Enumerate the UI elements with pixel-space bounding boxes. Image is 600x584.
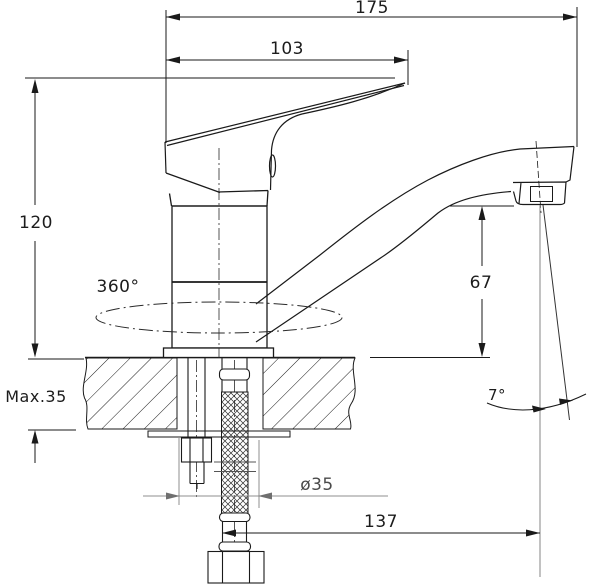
angle-arc bbox=[486, 393, 587, 411]
arrowhead bbox=[532, 405, 546, 413]
hose-upper-tube bbox=[221, 358, 248, 369]
dim-label-175: 175 bbox=[355, 0, 389, 18]
countertop-left-slab bbox=[82, 357, 178, 430]
arrowhead bbox=[559, 398, 573, 405]
stud-hex-nut bbox=[180, 437, 213, 463]
hose-lower-collar-1 bbox=[218, 512, 251, 523]
dim-label-67: 67 bbox=[470, 273, 493, 293]
spout-lower-edge bbox=[255, 190, 512, 343]
dimension-handle-length: 103 bbox=[166, 39, 408, 64]
supply-hose bbox=[207, 358, 265, 584]
hose-lower-collar-2 bbox=[218, 541, 252, 552]
arrowhead bbox=[478, 206, 486, 220]
cartridge-cap bbox=[168, 189, 269, 207]
arrowhead bbox=[526, 529, 540, 537]
dim-label-360: 360° bbox=[97, 277, 140, 297]
aerator-insert bbox=[530, 186, 553, 202]
handle-left-edge bbox=[164, 141, 167, 174]
handle-top-edge bbox=[164, 82, 406, 143]
handle-top-edge-inner bbox=[166, 84, 405, 147]
dimension-spout-tilt: 7° bbox=[486, 386, 587, 413]
faucet-body bbox=[162, 189, 275, 359]
dimension-body-height: 120 bbox=[19, 79, 53, 358]
dimension-overall-length: 175 bbox=[166, 0, 577, 21]
arrowhead bbox=[563, 13, 577, 21]
arrowhead bbox=[394, 56, 408, 64]
dimension-hole-diameter: ø35 bbox=[143, 475, 388, 500]
dim-label-137: 137 bbox=[364, 512, 398, 532]
arrowhead bbox=[31, 430, 39, 444]
faucet-spout bbox=[255, 140, 575, 343]
spout-end-face bbox=[565, 146, 575, 183]
arrowhead bbox=[166, 13, 180, 21]
arrowhead bbox=[31, 343, 39, 358]
dim-label-103: 103 bbox=[270, 39, 304, 59]
dimension-spout-reach: 137 bbox=[222, 512, 540, 537]
dim-label-dia35: ø35 bbox=[300, 475, 334, 495]
dim-label-max35: Max.35 bbox=[5, 387, 67, 406]
tilted-spout-axis-line bbox=[542, 204, 570, 421]
hose-braided-section bbox=[221, 391, 249, 514]
arrowhead bbox=[166, 492, 180, 500]
dimension-max-counter-thickness: Max.35 bbox=[5, 387, 67, 463]
spout-upper-edge bbox=[255, 145, 575, 305]
stud-shaft bbox=[187, 358, 206, 438]
arrowhead bbox=[166, 56, 180, 64]
handle-underside bbox=[269, 82, 406, 191]
hose-nut-facets bbox=[221, 551, 251, 583]
aerator-centerline bbox=[535, 140, 542, 214]
stud-lower-shaft bbox=[189, 462, 205, 489]
mounting-stud bbox=[180, 358, 213, 489]
arrowhead bbox=[258, 492, 272, 500]
faucet-handle bbox=[164, 82, 406, 194]
hose-lower-tube bbox=[221, 521, 248, 542]
aerator-housing bbox=[512, 181, 567, 206]
dim-label-7deg: 7° bbox=[488, 386, 506, 404]
arrowhead bbox=[478, 343, 486, 357]
hose-upper-neck bbox=[221, 380, 248, 392]
mounting-washer-plate bbox=[147, 430, 291, 438]
arrowhead bbox=[31, 79, 39, 93]
stud-nut-facets bbox=[189, 438, 204, 462]
dimension-spout-clearance: 67 bbox=[470, 206, 493, 357]
handle-skirt bbox=[165, 172, 221, 194]
handle-side-plug bbox=[268, 154, 277, 178]
dimension-swivel-angle: 360° bbox=[97, 277, 140, 297]
dim-label-120: 120 bbox=[19, 213, 53, 233]
arrowhead bbox=[222, 529, 236, 537]
hose-upper-collar bbox=[218, 368, 251, 381]
countertop-section bbox=[82, 356, 356, 438]
hose-hex-nut bbox=[207, 550, 265, 584]
tilt-reference-lines bbox=[539, 204, 570, 577]
extension-lines bbox=[25, 7, 578, 508]
base-flange bbox=[162, 347, 275, 359]
countertop-right-slab bbox=[262, 357, 356, 430]
body-column bbox=[171, 205, 268, 349]
